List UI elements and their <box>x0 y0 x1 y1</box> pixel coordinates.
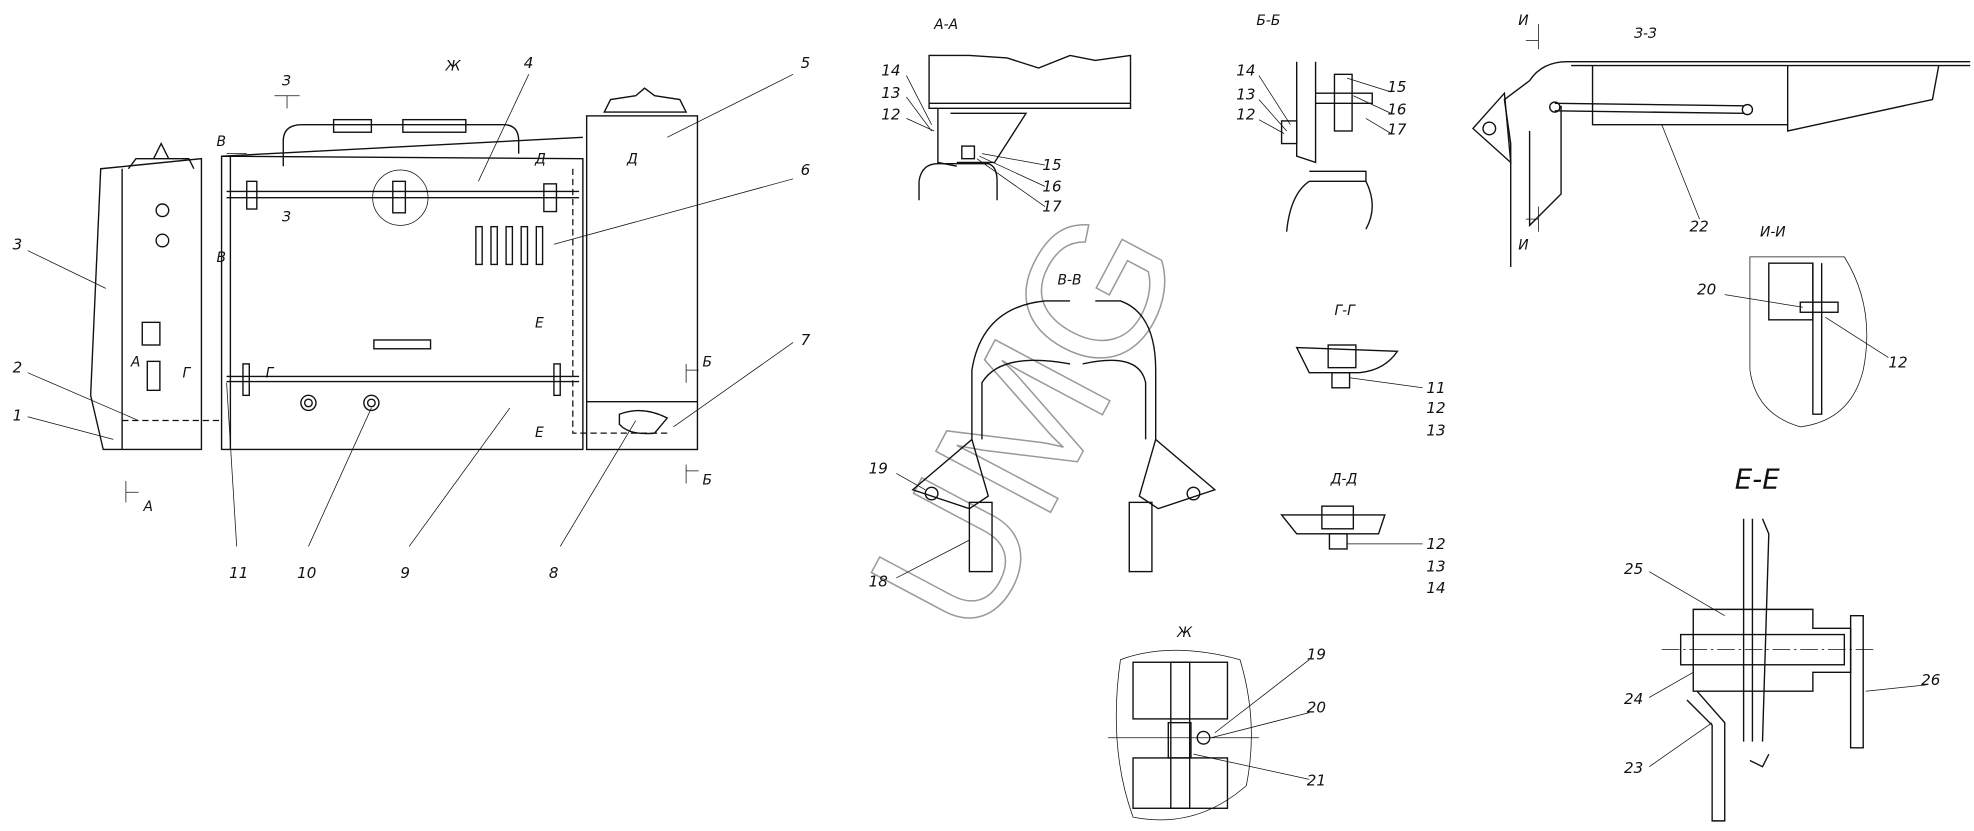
callout: 11 <box>1426 379 1445 397</box>
section-vv: В-В 19 18 <box>869 273 1217 591</box>
callout: 19 <box>1307 646 1326 664</box>
mark-zh: Ж <box>445 59 462 75</box>
section-zz: З-З 22 <box>1471 23 1971 267</box>
callout: 20 <box>1307 699 1326 717</box>
main-view: 1 2 3 4 5 6 7 8 9 10 11 З З В В Д Д Е Е … <box>13 13 1529 582</box>
callout: 14 <box>1236 62 1255 80</box>
callout: 15 <box>1042 156 1061 174</box>
callout: 14 <box>881 62 900 80</box>
callout-4: 4 <box>524 54 534 72</box>
watermark: UMG <box>829 178 1222 666</box>
mark-a: А <box>143 499 153 515</box>
callout: 13 <box>1426 422 1445 440</box>
mark-g: Г <box>183 366 192 382</box>
mark-z: З <box>282 74 291 90</box>
cap <box>603 87 688 113</box>
mark-v: В <box>217 134 226 150</box>
callout: 12 <box>1426 399 1445 417</box>
callout: 14 <box>1426 579 1445 597</box>
callout: 13 <box>1236 86 1255 104</box>
callout-6: 6 <box>801 161 811 179</box>
body-part-9 <box>220 155 584 451</box>
section-title: Г-Г <box>1334 303 1356 319</box>
mark-z: З <box>282 210 291 226</box>
mark-d: Д <box>626 152 638 168</box>
callout: 16 <box>1387 101 1406 119</box>
section-gg: Г-Г 11 12 13 <box>1295 303 1446 440</box>
callout-3: 3 <box>13 235 23 253</box>
section-title: З-З <box>1634 26 1657 42</box>
callout-8: 8 <box>549 564 559 582</box>
callout: 20 <box>1697 281 1716 299</box>
section-title: А-А <box>933 17 958 33</box>
body-part-5 <box>585 115 699 451</box>
callout: 12 <box>881 106 900 124</box>
callout: 23 <box>1624 759 1643 777</box>
section-bb: Б-Б 14 13 12 15 16 17 <box>1236 13 1407 232</box>
section-aa: А-А 14 13 12 15 16 17 <box>881 17 1132 216</box>
callout: 12 <box>1426 535 1445 553</box>
section-title: Ж <box>1176 625 1193 641</box>
callout: 25 <box>1624 560 1643 578</box>
section-title: В-В <box>1058 273 1082 289</box>
callout-1: 1 <box>13 407 23 425</box>
section-ii: И-И 20 12 <box>1697 225 1908 428</box>
callout-9: 9 <box>400 564 410 582</box>
main-callouts: 1 2 3 4 5 6 7 8 9 10 11 <box>13 54 811 582</box>
mark-b: Б <box>702 354 712 370</box>
callout-5: 5 <box>801 54 811 72</box>
callout: 12 <box>1888 354 1907 372</box>
mark-b: Б <box>702 473 712 489</box>
callout: 16 <box>1042 177 1061 195</box>
section-title: И-И <box>1760 225 1786 241</box>
callout-11: 11 <box>229 564 248 582</box>
mark-e: Е <box>535 425 544 441</box>
vent-slots <box>475 225 544 266</box>
view-zh: Ж 19 20 21 <box>1107 625 1326 821</box>
mark-i: И <box>1518 13 1528 29</box>
callout-10: 10 <box>297 564 316 582</box>
callout: 13 <box>881 84 900 102</box>
callout: 21 <box>1307 772 1326 790</box>
callout: 19 <box>869 459 888 477</box>
callout: 17 <box>1387 121 1407 139</box>
callout-7: 7 <box>801 331 811 349</box>
mark-v: В <box>217 250 226 266</box>
section-title: Д-Д <box>1330 471 1358 487</box>
section-ee: Е-Е 25 24 23 26 <box>1624 463 1940 822</box>
callout: 18 <box>869 573 888 591</box>
callout: 24 <box>1624 690 1643 708</box>
callout: 15 <box>1387 78 1406 96</box>
callout: 26 <box>1921 671 1940 689</box>
body-part-3 <box>89 157 203 451</box>
section-dd: Д-Д 12 13 14 <box>1280 471 1446 597</box>
callout: 17 <box>1042 198 1062 216</box>
mark-g: Г <box>266 366 275 382</box>
mark-i: И <box>1518 237 1528 253</box>
callout-2: 2 <box>13 359 23 377</box>
mark-e: Е <box>535 315 544 331</box>
callout: 22 <box>1689 218 1708 236</box>
section-marks: З З В В Д Д Е Е Г Г А А Б Б Ж И И <box>130 13 1529 515</box>
callout: 13 <box>1426 558 1445 576</box>
mark-a: А <box>130 354 140 370</box>
mark-d: Д <box>534 152 546 168</box>
section-title: Б-Б <box>1256 13 1280 29</box>
section-title: Е-Е <box>1735 463 1780 496</box>
callout: 12 <box>1236 106 1255 124</box>
